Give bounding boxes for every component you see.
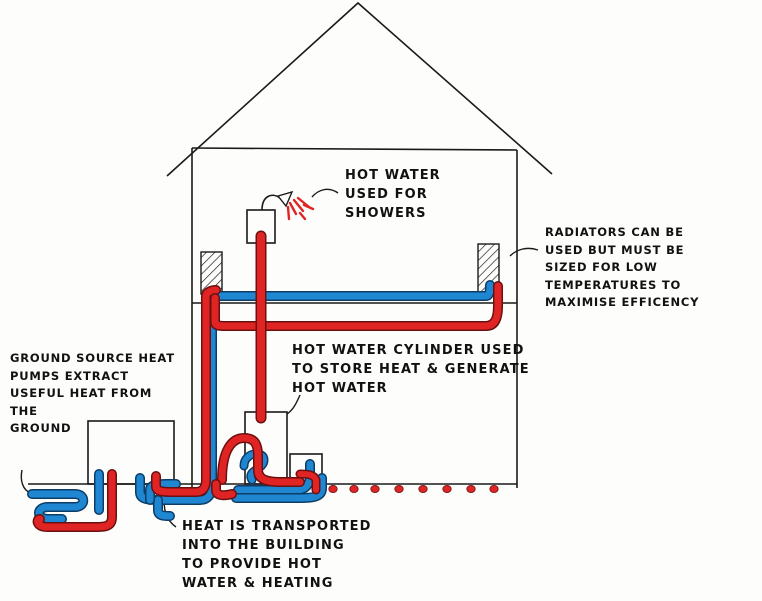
shower-label-line: SHOWERS — [345, 206, 427, 221]
ground-loop-hot — [32, 469, 117, 532]
return-pipe-hot — [151, 281, 503, 497]
ground-pump-label: GROUND SOURCE HEAT PUMPS EXTRACT USEFUL … — [10, 350, 175, 438]
cylinder-pointer — [286, 394, 301, 415]
shower-label-line: HOT WATER — [345, 168, 441, 183]
shower-label-line: USED FOR — [345, 187, 428, 202]
ground-loop-cold — [27, 469, 104, 524]
shower-spray-icon — [286, 196, 315, 221]
pipe-network — [27, 230, 503, 532]
transport-label-line: HEAT IS TRANSPORTED — [182, 519, 372, 534]
cylinder-coil-hot — [211, 433, 321, 501]
transport-label: HEAT IS TRANSPORTED INTO THE BUILDING TO… — [182, 517, 372, 593]
transport-label-line: WATER & HEATING — [182, 576, 334, 591]
ground-pump-label-line: GROUND SOURCE HEAT — [10, 351, 175, 365]
cylinder-label: HOT WATER CYLINDER USED TO STORE HEAT & … — [292, 341, 530, 398]
radiators-label-line: SIZED FOR LOW — [545, 260, 658, 274]
ground-pump-label-line: PUMPS EXTRACT — [10, 368, 129, 383]
house-roof — [166, 1, 553, 177]
radiators-label-line: RADIATORS CAN BE — [545, 225, 684, 239]
shower-arm-icon — [261, 194, 281, 211]
transport-label-line: TO PROVIDE HOT — [182, 557, 322, 572]
ground-pump-label-line: USEFUL HEAT FROM — [10, 386, 153, 400]
radiators-label-line: TEMPERATURES TO — [545, 277, 682, 292]
radiators-label: RADIATORS CAN BE USED BUT MUST BE SIZED … — [545, 224, 699, 312]
transport-label-line: INTO THE BUILDING — [182, 538, 345, 553]
ground-pump-label-line: GROUND — [10, 421, 72, 435]
radiator-pointer — [509, 247, 539, 257]
radiators-label-line: USED BUT MUST BE — [545, 242, 685, 257]
supply-pipe-cold — [135, 280, 495, 521]
heat-pump-unit — [87, 420, 175, 485]
ceiling-line — [191, 147, 518, 151]
shower-nozzle-icon — [276, 190, 294, 208]
cylinder-label-line: HOT WATER CYLINDER USED — [292, 343, 525, 358]
shower-label: HOT WATER USED FOR SHOWERS — [345, 166, 441, 223]
cylinder-label-line: TO STORE HEAT & GENERATE — [292, 362, 530, 377]
shower-pointer — [311, 188, 339, 198]
cylinder-label-line: HOT WATER — [292, 381, 388, 396]
underfloor-heating-dots — [328, 484, 499, 493]
ground-pump-label-line: THE — [10, 403, 38, 418]
radiators-label-line: MAXIMISE EFFICENCY — [545, 295, 700, 309]
